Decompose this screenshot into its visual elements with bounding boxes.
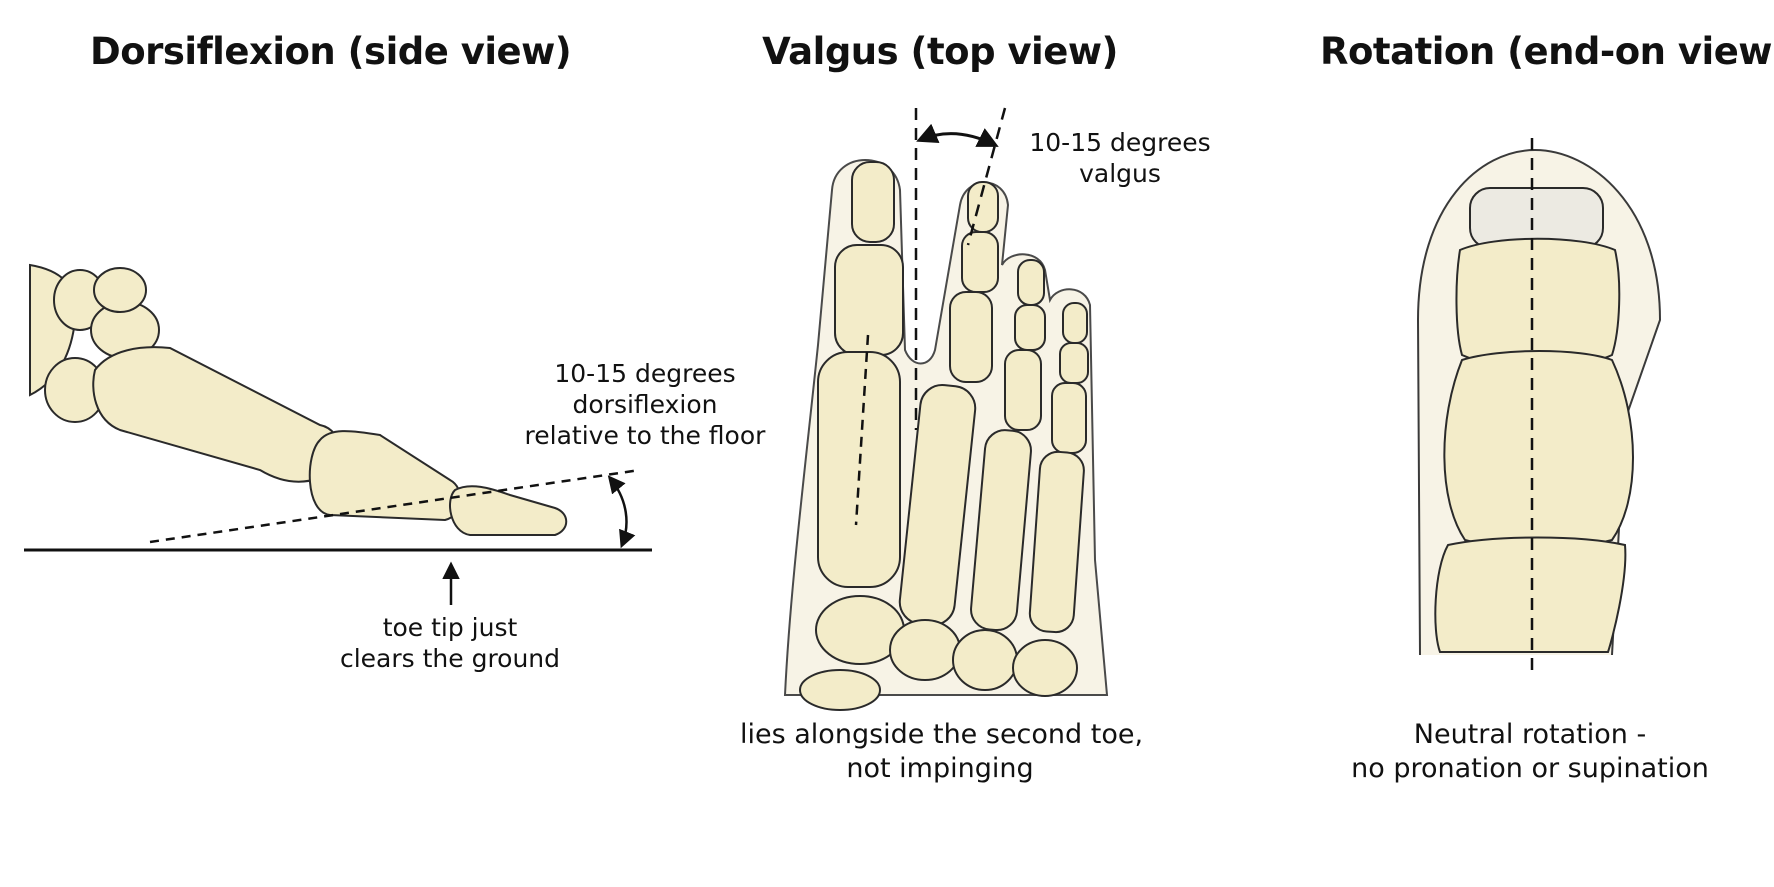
third-toe-distal bbox=[1017, 259, 1045, 306]
proximal-phalanx-end bbox=[1434, 536, 1627, 653]
fourth-toe-distal bbox=[1062, 302, 1088, 344]
metatarsal-bone bbox=[92, 346, 342, 483]
third-toe-middle bbox=[1014, 304, 1046, 351]
valgus-caption: lies alongside the second toe, not impin… bbox=[740, 718, 1144, 786]
dorsiflexion-angle-arrow bbox=[607, 475, 636, 549]
rotation-caption: Neutral rotation - no pronation or supin… bbox=[1345, 718, 1715, 786]
valgus-angle-arrow bbox=[916, 123, 999, 147]
rotation-title: Rotation (end-on view) bbox=[1320, 30, 1774, 73]
second-toe-middle bbox=[961, 231, 999, 293]
tarsal-bone bbox=[799, 669, 881, 711]
dorsiflexion-label-line-2: dorsiflexion bbox=[572, 390, 718, 419]
hallux-distal-phalanx bbox=[851, 161, 895, 243]
fourth-toe-middle bbox=[1059, 342, 1089, 384]
end-on-toe bbox=[1416, 148, 1662, 656]
fourth-toe-proximal bbox=[1051, 382, 1087, 454]
floor-label-line-1: toe tip just bbox=[382, 613, 518, 642]
tarsal-bone bbox=[93, 267, 147, 313]
floor-label-line-2: clears the ground bbox=[339, 644, 561, 673]
metatarsal-axis-line bbox=[854, 334, 870, 526]
fourth-metatarsal bbox=[1028, 450, 1085, 634]
dorsiflexion-reference-line bbox=[149, 468, 641, 544]
tarsal-bone bbox=[1012, 639, 1078, 697]
dorsiflexion-angle-label: 10-15 degrees dorsiflexion relative to t… bbox=[520, 358, 770, 451]
rotation-caption-line-1: Neutral rotation - bbox=[1413, 719, 1647, 750]
dorsiflexion-label-line-1: 10-15 degrees bbox=[554, 359, 736, 388]
top-view-foot bbox=[783, 159, 1109, 711]
middle-phalanx-end bbox=[1443, 350, 1634, 549]
dorsiflexion-label-line-3: relative to the floor bbox=[524, 421, 766, 450]
valgus-label-line-2: valgus bbox=[1079, 159, 1161, 188]
tarsal-bone bbox=[889, 619, 961, 681]
dorsiflexion-title: Dorsiflexion (side view) bbox=[90, 30, 572, 73]
distal-phalanx bbox=[449, 485, 568, 536]
valgus-angle-label: 10-15 degrees valgus bbox=[1015, 127, 1225, 189]
second-toe-proximal bbox=[949, 291, 993, 383]
valgus-title: Valgus (top view) bbox=[762, 30, 1118, 73]
proximal-phalanx bbox=[308, 430, 462, 522]
distal-phalanx-end bbox=[1455, 237, 1621, 369]
toe-axis-line bbox=[966, 107, 1007, 246]
floor-clearance-label: toe tip just clears the ground bbox=[330, 612, 570, 674]
side-view-foot bbox=[29, 263, 568, 536]
valgus-label-line-1: 10-15 degrees bbox=[1029, 128, 1211, 157]
valgus-caption-line-1: lies alongside the second toe, bbox=[740, 719, 1144, 750]
valgus-caption-line-2: not impinging bbox=[846, 753, 1034, 784]
third-toe-proximal bbox=[1004, 349, 1042, 431]
tarsal-bone bbox=[952, 629, 1018, 691]
rotation-caption-line-2: no pronation or supination bbox=[1351, 753, 1709, 784]
first-metatarsal bbox=[817, 351, 901, 588]
